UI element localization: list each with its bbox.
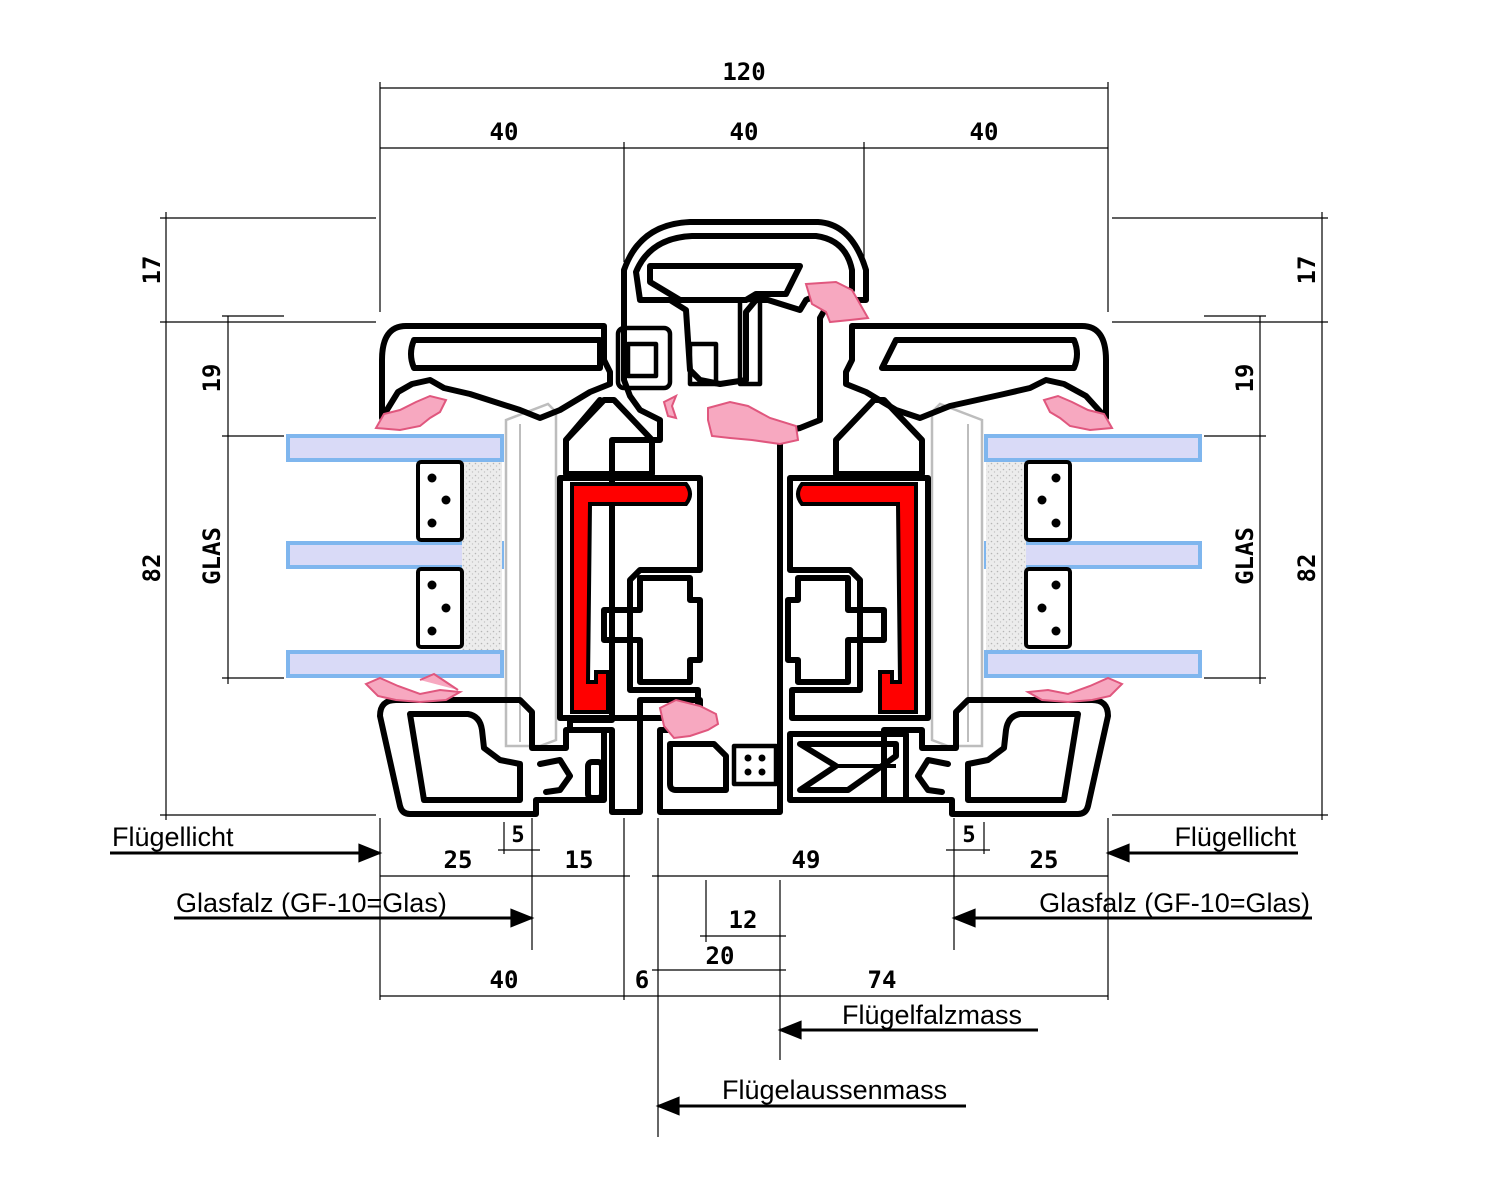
dim-left-19: 19 <box>198 364 226 393</box>
label-glasfalz-right: Glasfalz (GF-10=Glas) <box>1039 888 1310 918</box>
callout-labels: Flügellicht Flügellicht Glasfalz (GF-10=… <box>110 822 1312 1116</box>
dim-top-mid-40: 40 <box>730 118 759 146</box>
right-sash-profile <box>843 323 1111 817</box>
dim-bottom-6: 6 <box>635 966 649 994</box>
dim-20: 20 <box>706 942 735 970</box>
dim-bottom-49: 49 <box>792 846 821 874</box>
gaskets <box>364 280 1124 740</box>
glass-pane-right-3 <box>984 650 1202 678</box>
dim-12: 12 <box>729 906 758 934</box>
reinforcement-right <box>796 482 918 714</box>
right-dimensions: 17 19 82 GLAS <box>1112 212 1328 820</box>
glass-label-left: GLAS <box>198 527 226 585</box>
dim-left-82: 82 <box>138 554 166 583</box>
spacer-right-2 <box>1024 567 1072 649</box>
dim-bottom-right-5: 5 <box>962 823 975 848</box>
dim-120: 120 <box>722 58 765 86</box>
dim-top-left-40: 40 <box>490 118 519 146</box>
dim-bottom-left-15: 15 <box>565 846 594 874</box>
glazing-right <box>984 434 1202 678</box>
left-dimensions: 17 19 82 GLAS <box>138 212 376 820</box>
reinforcement-left <box>570 482 692 714</box>
bottom-dimensions: 5 5 25 15 49 25 12 20 40 6 74 <box>379 818 1109 1137</box>
dim-right-19: 19 <box>1231 364 1259 393</box>
label-fluegelfalzmass: Flügelfalzmass <box>842 1000 1022 1030</box>
steel-reinforcements <box>570 482 918 714</box>
glazing-beads <box>504 402 984 748</box>
dim-bottom-left-25: 25 <box>444 846 473 874</box>
sealant-left <box>462 462 502 650</box>
dim-top-right-40: 40 <box>970 118 999 146</box>
spacer-left-2 <box>416 567 464 649</box>
sealant-right <box>986 462 1026 650</box>
dim-right-82: 82 <box>1293 554 1321 583</box>
label-fluegelaussenmass: Flügelaussenmass <box>722 1075 947 1105</box>
glass-pane-right-1 <box>984 434 1202 462</box>
dim-left-17: 17 <box>138 256 166 285</box>
inner-sash-chambers <box>557 397 931 721</box>
label-fluegellicht-left: Flügellicht <box>112 822 234 852</box>
dim-bottom-right-25: 25 <box>1030 846 1059 874</box>
label-glasfalz-left: Glasfalz (GF-10=Glas) <box>176 888 447 918</box>
glass-pane-left-1 <box>286 434 504 462</box>
dim-right-17: 17 <box>1293 256 1321 285</box>
dim-bottom-left-5: 5 <box>511 823 524 848</box>
spacer-right-1 <box>1024 460 1072 542</box>
dim-bottom-74: 74 <box>868 966 897 994</box>
label-fluegellicht-right: Flügellicht <box>1174 822 1296 852</box>
glazing-left <box>286 434 504 678</box>
spacer-left-1 <box>416 460 464 542</box>
glass-pane-left-3 <box>286 650 504 678</box>
top-dimensions: 120 40 40 40 <box>379 58 1109 312</box>
lower-hardware <box>667 731 909 803</box>
dim-bottom-40: 40 <box>490 966 519 994</box>
glass-label-right: GLAS <box>1231 527 1259 585</box>
